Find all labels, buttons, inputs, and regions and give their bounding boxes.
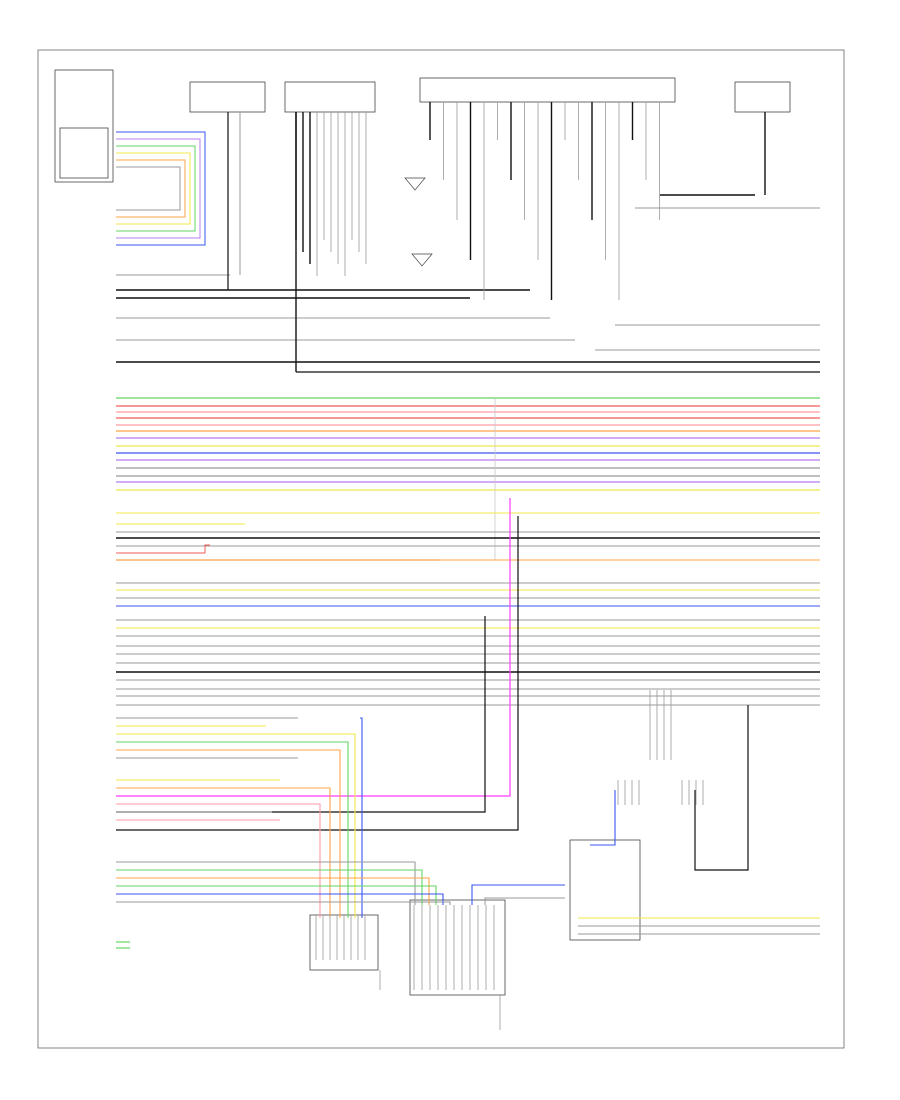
control-module-b — [284, 81, 376, 113]
harness-wire — [116, 145, 196, 232]
signal-wire — [116, 741, 349, 918]
signal-wire — [360, 717, 363, 918]
control-module-main — [419, 77, 676, 103]
harness-wire — [116, 138, 201, 239]
harness-wire — [116, 166, 181, 211]
signal-wire — [116, 498, 511, 797]
vertical-wire-layer — [227, 102, 820, 1030]
diagram-frame — [37, 49, 845, 1049]
signal-wire — [471, 884, 565, 905]
signal-wire — [116, 733, 356, 918]
signal-wire — [590, 790, 616, 846]
harness-wire — [116, 131, 206, 246]
signal-wire — [204, 544, 210, 553]
signal-wire — [694, 705, 749, 871]
signal-wire — [116, 516, 519, 831]
signal-wire — [116, 803, 321, 918]
signal-wire — [116, 749, 341, 918]
wire-layer — [116, 131, 820, 949]
signal-wire — [116, 901, 451, 905]
harness-wire — [116, 152, 191, 225]
signal-wire — [116, 869, 423, 905]
control-module-right — [734, 81, 791, 113]
signal-wire — [116, 885, 437, 905]
connector-bottom-mid — [409, 899, 506, 996]
connector-right-mid — [569, 839, 641, 941]
signal-wire — [116, 616, 486, 813]
signal-wire — [116, 893, 444, 905]
signal-wire — [116, 877, 430, 905]
harness-wire — [116, 159, 186, 218]
signal-wire — [116, 787, 331, 918]
junction-icon — [404, 177, 433, 267]
signal-wire — [484, 897, 565, 905]
signal-wire — [116, 861, 416, 905]
ecu-box-left — [54, 69, 114, 183]
control-module-a — [189, 81, 266, 113]
